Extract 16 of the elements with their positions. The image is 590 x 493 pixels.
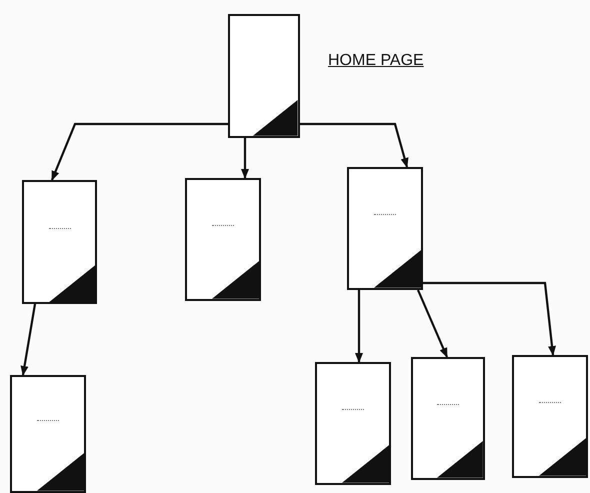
page-box	[10, 375, 86, 493]
arrow	[20, 304, 36, 376]
page-box	[185, 178, 261, 301]
page-box	[347, 167, 423, 290]
arrow	[355, 290, 363, 363]
page-box	[411, 357, 485, 480]
arrow	[417, 290, 448, 358]
arrow	[300, 122, 408, 168]
arrow	[50, 122, 228, 181]
arrow	[241, 138, 249, 179]
arrow	[423, 282, 556, 356]
page-box	[22, 180, 97, 304]
page-box	[228, 14, 300, 138]
page-box	[315, 362, 391, 485]
heading-label: HOME PAGE	[328, 52, 424, 70]
page-box	[512, 355, 588, 478]
